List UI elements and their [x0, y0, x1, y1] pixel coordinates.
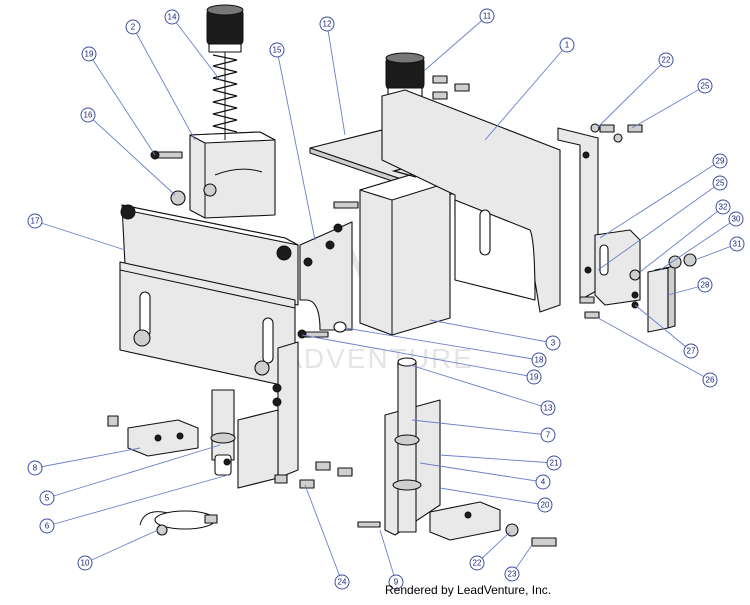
mount-plate	[557, 127, 599, 301]
svg-text:31: 31	[733, 240, 742, 249]
callout-32: 32	[715, 199, 731, 215]
svg-text:20: 20	[541, 501, 550, 510]
svg-text:16: 16	[84, 111, 93, 120]
credit-text: Rendered by LeadVenture, Inc.	[385, 583, 551, 597]
callout-26: 26	[702, 372, 718, 388]
callout-5: 5	[39, 490, 55, 506]
callout-24: 24	[334, 574, 350, 590]
svg-text:22: 22	[473, 559, 482, 568]
svg-text:12: 12	[323, 20, 332, 29]
callout-14: 14	[164, 9, 180, 25]
callout-30: 30	[728, 211, 744, 227]
svg-text:25: 25	[716, 179, 725, 188]
callout-28: 28	[697, 277, 713, 293]
svg-text:24: 24	[338, 578, 347, 587]
callout-25-lower: 25	[712, 175, 728, 191]
callout-2: 2	[125, 19, 141, 35]
svg-text:21: 21	[550, 459, 559, 468]
svg-text:17: 17	[31, 217, 40, 226]
shaft-5	[211, 389, 235, 461]
callout-16: 16	[80, 107, 96, 123]
bracket-28	[647, 267, 669, 333]
svg-text:29: 29	[716, 157, 725, 166]
callout-18: 18	[531, 352, 547, 368]
svg-text:22: 22	[662, 56, 671, 65]
pin-31	[683, 253, 697, 267]
callout-13: 13	[540, 400, 556, 416]
svg-text:15: 15	[273, 46, 282, 55]
bolt-19-upper	[155, 151, 183, 159]
pin-30	[668, 255, 682, 269]
callout-31: 31	[729, 236, 745, 252]
svg-text:30: 30	[732, 215, 741, 224]
svg-text:9: 9	[394, 578, 399, 587]
callout-11: 11	[479, 8, 495, 24]
callout-7: 7	[540, 427, 556, 443]
svg-text:18: 18	[535, 356, 544, 365]
pin-32	[629, 269, 641, 281]
svg-text:3: 3	[551, 339, 556, 348]
callout-8: 8	[27, 460, 43, 476]
svg-text:5: 5	[45, 494, 50, 503]
callout-22-lower: 22	[469, 555, 485, 571]
shaft-bracket	[237, 409, 279, 489]
svg-text:2: 2	[131, 23, 136, 32]
callout-1: 1	[559, 37, 575, 53]
bolt-block	[333, 201, 359, 209]
leader-lines	[34, 15, 738, 583]
callout-23: 23	[504, 566, 520, 582]
screw-24b	[299, 479, 315, 489]
center-assembly	[297, 52, 561, 339]
clamp-8	[127, 419, 199, 457]
bolt-8	[107, 415, 119, 427]
bolt-23	[531, 537, 557, 547]
callout-12: 12	[319, 16, 335, 32]
callout-6: 6	[39, 518, 55, 534]
callout-21: 21	[546, 455, 562, 471]
callout-15: 15	[269, 42, 285, 58]
svg-text:8: 8	[33, 464, 38, 473]
lower-center-assembly	[357, 357, 557, 547]
right-assembly	[557, 123, 697, 333]
callout-20: 20	[537, 497, 553, 513]
svg-text:32: 32	[719, 203, 728, 212]
svg-text:13: 13	[544, 404, 553, 413]
svg-text:14: 14	[168, 13, 177, 22]
callout-29: 29	[712, 153, 728, 169]
svg-text:19: 19	[530, 373, 539, 382]
callout-25-upper: 25	[697, 78, 713, 94]
shaft-13	[397, 361, 417, 533]
callout-10: 10	[77, 555, 93, 571]
callout-4: 4	[535, 474, 551, 490]
callout-17: 17	[27, 213, 43, 229]
svg-text:11: 11	[483, 12, 492, 21]
side-bracket	[277, 341, 299, 479]
callout-27: 27	[683, 343, 699, 359]
svg-text:7: 7	[546, 431, 551, 440]
svg-text:26: 26	[706, 376, 715, 385]
upper-clamp-block	[189, 131, 276, 219]
callout-3: 3	[545, 335, 561, 351]
washer-18	[333, 321, 347, 333]
screw-24a	[274, 474, 288, 484]
callout-19-lower: 19	[526, 369, 542, 385]
svg-text:4: 4	[541, 478, 546, 487]
u-plate-15	[299, 221, 353, 331]
callout-22-upper: 22	[658, 52, 674, 68]
bolt-25-top	[627, 124, 643, 133]
svg-text:23: 23	[508, 570, 517, 579]
callout-19-upper: 19	[81, 46, 97, 62]
svg-text:19: 19	[85, 50, 94, 59]
bolt-22-top	[599, 124, 615, 133]
svg-text:28: 28	[701, 281, 710, 290]
svg-text:25: 25	[701, 82, 710, 91]
clamp-20	[429, 501, 501, 541]
svg-text:6: 6	[45, 522, 50, 531]
svg-text:10: 10	[81, 559, 90, 568]
callout-9: 9	[388, 574, 404, 590]
svg-text:1: 1	[565, 41, 570, 50]
left-assembly	[107, 4, 353, 536]
svg-text:27: 27	[687, 347, 696, 356]
